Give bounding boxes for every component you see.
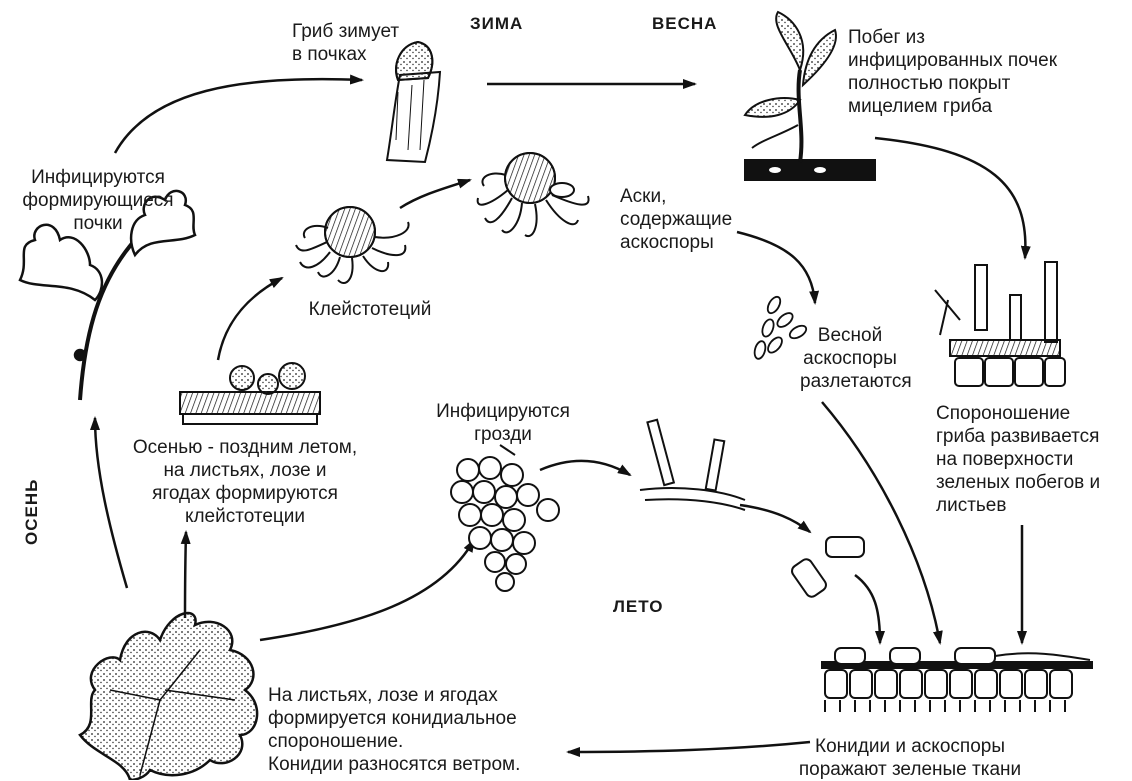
arrow-grapes-to-hyphae bbox=[540, 461, 630, 475]
arrow-ascospores-to-tissue bbox=[822, 402, 940, 643]
ruptured-cleistothecium-asci-icon bbox=[478, 153, 589, 236]
label-cleistothecium: Клейстотеций bbox=[290, 298, 450, 321]
season-summer: ЛЕТО bbox=[613, 597, 663, 617]
season-autumn: ОСЕНЬ bbox=[22, 479, 42, 545]
label-fungus-winters: Гриб зимует в почках bbox=[292, 20, 412, 66]
arrow-cleisto-to-asci bbox=[400, 180, 470, 208]
conidia-pair-icon bbox=[790, 537, 864, 599]
mycelium-on-tissue-icon bbox=[935, 262, 1065, 386]
arrow-leaf-to-autumn bbox=[185, 532, 186, 618]
label-sporulation: Спороношение гриба развивается на поверх… bbox=[936, 402, 1131, 517]
arrow-shoot-to-mycelium bbox=[875, 138, 1025, 258]
label-conidia-ascospores: Конидии и аскоспоры поражают зеленые тка… bbox=[790, 735, 1030, 781]
infected-leaf-icon bbox=[80, 613, 257, 780]
arrow-leaf-to-grapes bbox=[260, 540, 474, 640]
label-shoot-covered: Побег из инфицированных почек полностью … bbox=[848, 26, 1108, 118]
arrow-conidia-to-tissue bbox=[855, 575, 880, 643]
label-asci: Аски, содержащие аскоспоры bbox=[620, 185, 760, 254]
arrow-autumn-to-cleisto bbox=[218, 278, 282, 360]
season-winter: ЗИМА bbox=[470, 14, 523, 34]
label-clusters-infected: Инфицируются грозди bbox=[418, 400, 588, 446]
cleistothecium-fruiting-body-icon bbox=[296, 207, 409, 283]
label-conidial-sporulation: На листьях, лозе и ягодах формируется ко… bbox=[268, 684, 568, 776]
infected-green-tissue-icon bbox=[822, 648, 1092, 712]
germinating-hyphae-icon bbox=[640, 420, 745, 510]
season-spring: ВЕСНА bbox=[652, 14, 717, 34]
label-buds-infected: Инфицируются формирующиеся почки bbox=[0, 166, 196, 235]
grape-cluster-icon bbox=[451, 445, 559, 591]
arrow-hyphae-to-conidia bbox=[740, 505, 810, 532]
arrow-buds-to-winter bbox=[115, 79, 362, 153]
arrow-tissue-to-leaf bbox=[568, 742, 810, 752]
label-autumn-cleistothecia: Осенью - поздним летом, на листьях, лозе… bbox=[120, 436, 370, 528]
label-spring-ascospores: Весной аскоспоры разлетаются bbox=[800, 324, 900, 393]
autumn-cleistothecia-icon bbox=[180, 363, 320, 424]
